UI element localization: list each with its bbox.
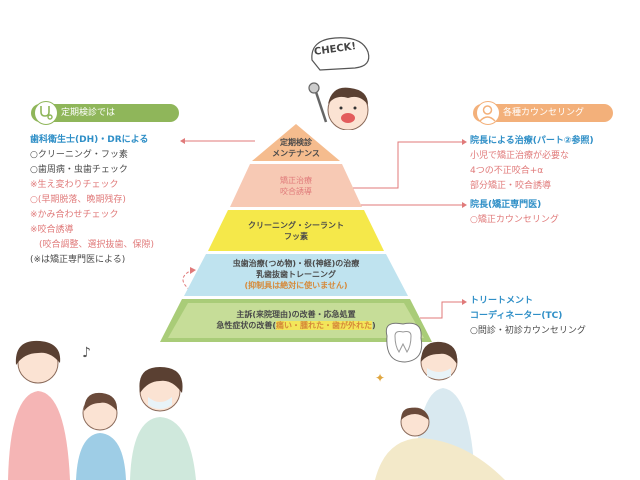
left-item: ※かみ合わせチェック bbox=[30, 210, 119, 220]
right-tc-list: トリートメント コーディネーター(TC) ○問診・初診カウンセリング bbox=[470, 294, 586, 339]
right-item: 部分矯正・咬合誘導 bbox=[470, 181, 552, 191]
tier-2-shape bbox=[230, 164, 362, 207]
family-illustration: ♪ bbox=[8, 340, 196, 480]
tier-5-label: 主訴(来院理由)の改善・応急処置 急性症状の改善(痛い・腫れた・歯が外れた) bbox=[216, 310, 376, 330]
tier-3-shape bbox=[208, 210, 384, 251]
right-item: ○矯正カウンセリング bbox=[470, 215, 559, 225]
stethoscope-icon bbox=[34, 101, 58, 125]
svg-text:✦: ✦ bbox=[375, 371, 385, 385]
right-item: ○問診・初診カウンセリング bbox=[470, 326, 586, 336]
tier-3-label: クリーニング・シーラント フッ素 bbox=[248, 221, 344, 241]
tier-1-label: 定期検診 メンテナンス bbox=[272, 138, 320, 158]
tier-1-shape bbox=[252, 124, 340, 161]
right-director-list: 院長(矯正専門医) ○矯正カウンセリング bbox=[470, 198, 559, 228]
left-item: ○クリーニング・フッ素 bbox=[30, 150, 128, 160]
right-item: トリートメント bbox=[470, 296, 534, 306]
speech-bubble bbox=[311, 37, 370, 71]
left-item: ○歯周病・虫歯チェック bbox=[30, 165, 128, 175]
tier-4-shape bbox=[184, 254, 408, 296]
left-badge: 定期検診では bbox=[31, 101, 179, 125]
tier-4-label: 虫歯治療(つめ物)・根(神経)の治療 乳歯抜歯トレーニング (抑制具は絶対に使い… bbox=[232, 259, 360, 290]
right-item: 小児で矯正治療が必要な bbox=[470, 151, 570, 161]
left-item: ○(早期脱落、晩期残存) bbox=[30, 195, 126, 205]
left-badge-label: 定期検診では bbox=[61, 108, 116, 118]
left-item: (※は矯正専門医による) bbox=[30, 255, 126, 265]
left-item: ※生え変わりチェック bbox=[30, 180, 119, 190]
dashed-arrow bbox=[182, 269, 193, 291]
arrow-left bbox=[180, 138, 185, 144]
tooth-icon bbox=[394, 331, 412, 353]
right-ortho-list: 院長による治療(パート②参照) 小児で矯正治療が必要な 4つの不正咬合+α 部分… bbox=[470, 134, 594, 194]
treatment-illustration: ✦ bbox=[375, 322, 505, 480]
right-badge-label: 各種カウンセリング bbox=[503, 108, 585, 118]
check-character bbox=[308, 37, 370, 130]
right-item: 院長による治療(パート②参照) bbox=[470, 136, 594, 146]
right-item: 4つの不正咬合+α bbox=[470, 166, 544, 176]
right-item: 院長(矯正専門医) bbox=[470, 200, 542, 210]
right-item: コーディネーター(TC) bbox=[470, 311, 563, 321]
left-item: (咬合調整、選択抜歯、保隙) bbox=[30, 240, 155, 250]
connector-right-ortho bbox=[345, 141, 462, 189]
left-item: ※咬合誘導 bbox=[30, 225, 74, 235]
right-badge: 各種カウンセリング bbox=[473, 101, 613, 125]
left-item: 歯科衛生士(DH)・DRによる bbox=[30, 135, 149, 145]
svg-text:♪: ♪ bbox=[82, 345, 91, 361]
child-hair bbox=[328, 87, 368, 105]
child-mouth bbox=[341, 113, 355, 123]
doctor-icon bbox=[476, 101, 500, 125]
connector-right-tc bbox=[420, 301, 462, 319]
tier-2-label: 矯正治療 咬合誘導 bbox=[280, 176, 312, 196]
left-checkup-list: 歯科衛生士(DH)・DRによる ○クリーニング・フッ素 ○歯周病・虫歯チェック … bbox=[30, 133, 154, 268]
dental-mirror bbox=[314, 91, 328, 123]
